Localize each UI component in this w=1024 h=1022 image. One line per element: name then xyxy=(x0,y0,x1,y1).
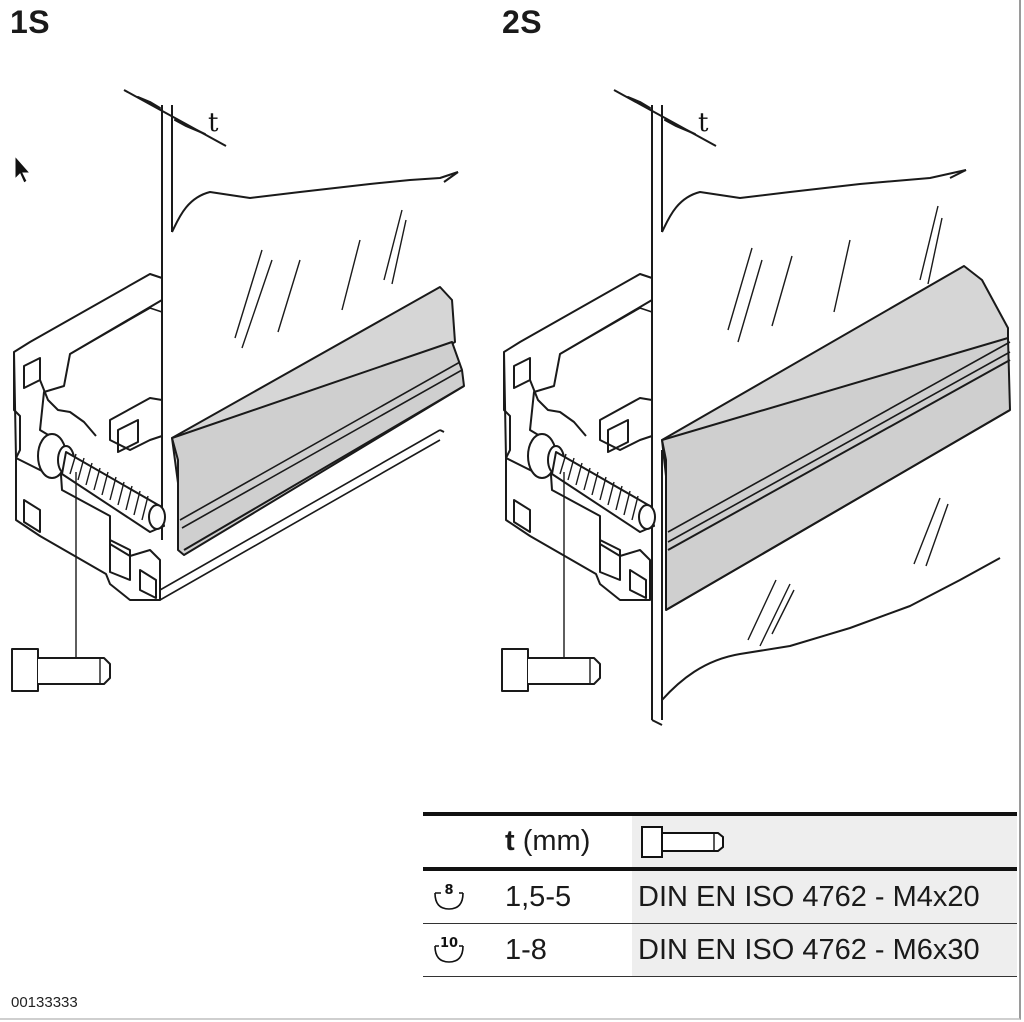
mouse-pointer-icon xyxy=(13,154,33,190)
table-row-rule xyxy=(423,923,1017,924)
header-screw-cell xyxy=(632,816,1017,867)
row-thickness: 1-8 xyxy=(505,933,547,966)
panel-label-1s: 1S xyxy=(10,4,51,40)
screw-icon xyxy=(641,825,724,858)
dimension-label-t-2s: t xyxy=(698,108,709,138)
assembly-drawing-1s: t xyxy=(11,89,465,692)
table-top-rule xyxy=(423,812,1017,816)
assembly-drawing-2s: t xyxy=(501,89,1011,726)
dimension-label-t-1s: t xyxy=(208,108,219,138)
panel-label-2s: 2S xyxy=(502,4,543,40)
figure-2s: t xyxy=(490,80,1020,740)
row-screw-spec: DIN EN ISO 4762 - M4x20 xyxy=(632,871,1017,923)
hex-key-8-icon: 8 xyxy=(423,879,493,915)
figure-1s: t xyxy=(0,80,480,740)
document-id: 00133333 xyxy=(11,994,78,1011)
header-t-unit: (mm) xyxy=(522,825,591,857)
svg-text:10: 10 xyxy=(440,936,458,951)
table-row: 10 1-8 DIN EN ISO 4762 - M6x30 xyxy=(423,924,1017,976)
hex-key-10-icon: 10 xyxy=(423,932,493,968)
header-t-symbol: t xyxy=(505,825,515,857)
table-row: 8 1,5-5 DIN EN ISO 4762 - M4x20 xyxy=(423,871,1017,923)
svg-text:8: 8 xyxy=(444,883,453,898)
table-header-rule xyxy=(423,867,1017,871)
spec-table: t (mm) 8 1,5-5 DIN EN ISO 4762 - M4x20 xyxy=(423,812,1017,977)
header-thickness: t (mm) xyxy=(493,825,632,858)
table-header-row: t (mm) xyxy=(423,816,1017,867)
row-screw-spec: DIN EN ISO 4762 - M6x30 xyxy=(632,924,1017,976)
table-bottom-rule xyxy=(423,976,1017,977)
row-thickness: 1,5-5 xyxy=(505,880,572,913)
